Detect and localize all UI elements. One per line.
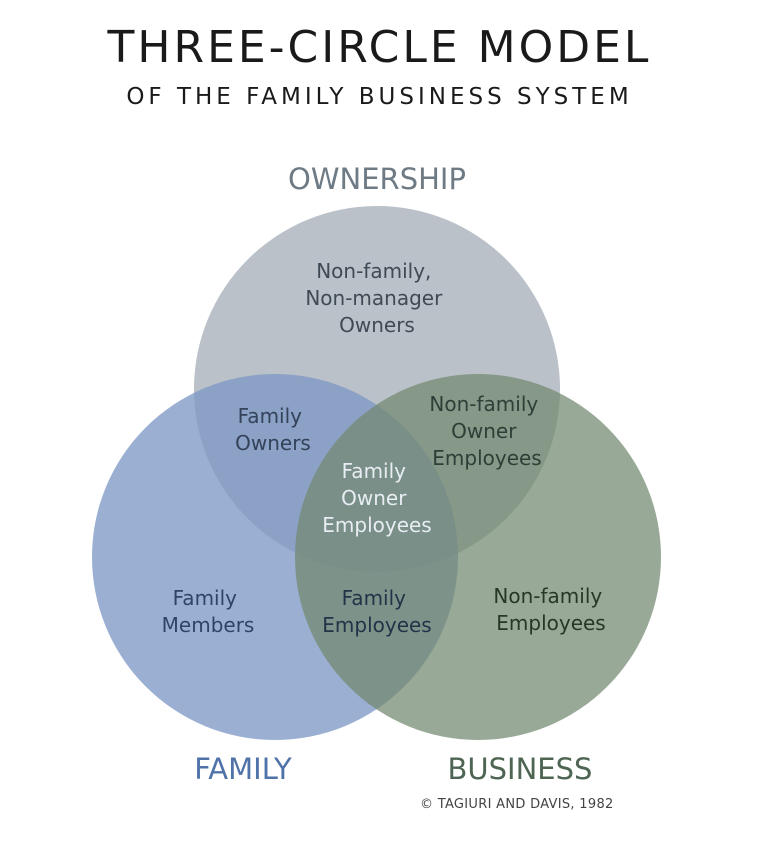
diagram-title: THREE-CIRCLE MODEL [107,22,652,73]
business-circle [295,374,661,740]
region-line: Non-family, [316,259,431,283]
region-line: Employees [496,611,605,635]
region-line: Family [238,404,303,428]
region-line: Family [342,459,407,483]
region-family-owner-employees: Family Owner Employees [322,459,431,537]
diagram-subtitle: OF THE FAMILY BUSINESS SYSTEM [126,84,633,110]
region-ownership-only: Non-family, Non-manager Owners [305,259,448,337]
region-line: Owner [451,419,517,443]
copyright-credit: © TAGIURI AND DAVIS, 1982 [420,797,614,812]
region-family-owners: Family Owners [235,404,311,455]
region-line: Employees [322,513,431,537]
region-family-employees: Family Employees [322,586,431,637]
region-nonfamily-owner-employees: Non-family Owner Employees [429,392,544,470]
region-line: Non-manager [305,286,443,310]
region-family-members: Family Members [162,586,255,637]
region-line: Non-family [493,584,602,608]
region-line: Employees [432,446,541,470]
region-nonfamily-employees: Non-family Employees [493,584,608,635]
region-line: Owners [339,313,415,337]
region-line: Owners [235,431,311,455]
ownership-label: OWNERSHIP [288,162,466,196]
region-line: Owner [341,486,407,510]
region-line: Family [173,586,238,610]
family-label: FAMILY [194,752,292,786]
region-line: Employees [322,613,431,637]
region-line: Non-family [429,392,538,416]
region-line: Family [342,586,407,610]
region-line: Members [162,613,255,637]
business-label: BUSINESS [448,752,593,786]
